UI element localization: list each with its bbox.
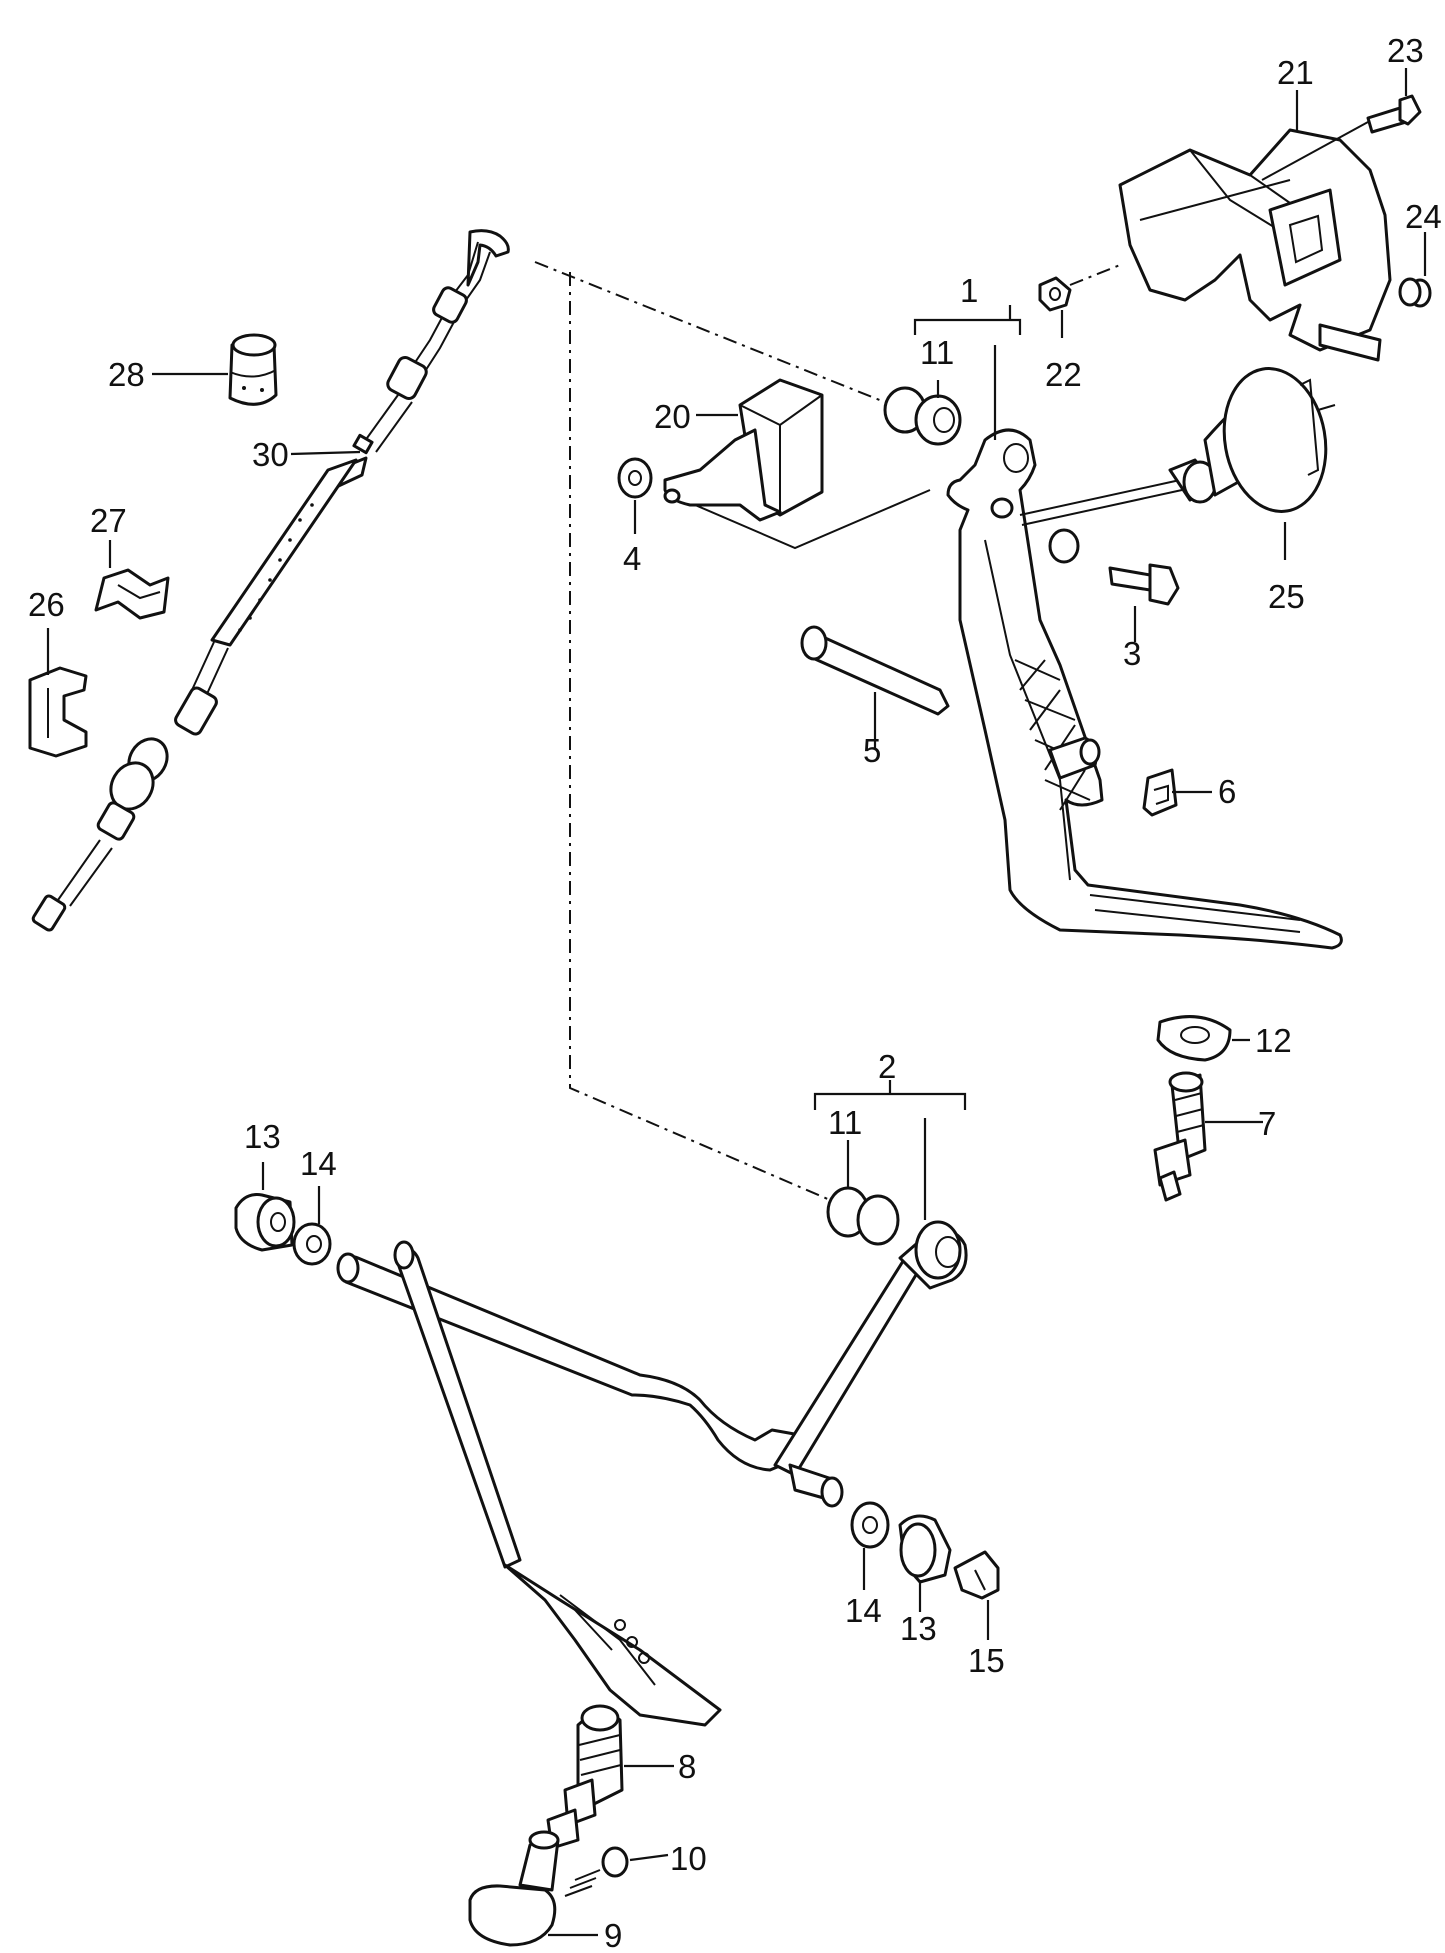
callout-12: 12 xyxy=(1255,1022,1292,1059)
part-7-stop xyxy=(1153,1071,1207,1202)
part-13-bushing-right xyxy=(898,1514,952,1584)
part-3-bolt xyxy=(1108,563,1180,606)
part-10-spring xyxy=(564,1846,629,1897)
callout-1: 1 xyxy=(960,272,978,309)
callout-14-left: 14 xyxy=(300,1145,337,1182)
callout-11-lower: 11 xyxy=(828,1104,862,1141)
part-28-grommet xyxy=(228,333,278,406)
callout-15: 15 xyxy=(968,1642,1005,1679)
part-12-cap xyxy=(1156,1015,1232,1062)
callout-28: 28 xyxy=(108,356,145,393)
callout-labels: 1 2 3 4 5 6 7 8 9 10 11 11 12 13 13 14 1… xyxy=(28,32,1442,1953)
callout-7: 7 xyxy=(1258,1105,1276,1142)
part-20-bracket xyxy=(663,378,824,522)
callout-20: 20 xyxy=(654,398,691,435)
callout-26: 26 xyxy=(28,586,65,623)
part-2-pedal-shaft xyxy=(336,1220,968,1727)
callout-30: 30 xyxy=(252,436,289,473)
callout-13-left: 13 xyxy=(244,1118,281,1155)
callout-24: 24 xyxy=(1405,198,1442,235)
part-8-stop xyxy=(546,1704,624,1850)
callout-21: 21 xyxy=(1277,54,1314,91)
callout-14-right: 14 xyxy=(845,1592,882,1629)
part-22-nut xyxy=(1038,264,1121,312)
part-23-bolt xyxy=(1261,94,1422,181)
callout-10: 10 xyxy=(670,1840,707,1877)
callout-6: 6 xyxy=(1218,773,1236,810)
callout-23: 23 xyxy=(1387,32,1424,69)
pedal-boss xyxy=(1048,736,1101,780)
cable-assembly xyxy=(31,229,510,932)
callout-11-top: 11 xyxy=(920,334,954,371)
part-11-bushing-top xyxy=(883,386,962,446)
part-26-clip xyxy=(28,666,88,758)
part-24-washer xyxy=(1398,277,1432,308)
callout-4: 4 xyxy=(623,540,641,577)
callout-27: 27 xyxy=(90,502,127,539)
reference-lines xyxy=(534,261,931,1201)
callout-8: 8 xyxy=(678,1748,696,1785)
callout-5: 5 xyxy=(863,732,881,769)
part-11-bushing-lower xyxy=(826,1186,900,1246)
callout-22: 22 xyxy=(1045,356,1082,393)
callout-3: 3 xyxy=(1123,635,1141,672)
callout-13-right: 13 xyxy=(900,1610,937,1647)
part-4-washer xyxy=(617,457,653,499)
part-25-servo xyxy=(1019,367,1336,564)
callout-2: 2 xyxy=(878,1048,896,1085)
part-27-clip xyxy=(94,568,170,620)
part-15-clip xyxy=(953,1550,1000,1600)
part-14-washer-left xyxy=(292,1222,332,1266)
part-9-pivot xyxy=(468,1830,560,1947)
part-13-bushing-left xyxy=(234,1193,296,1252)
part-14-washer-right xyxy=(850,1501,890,1549)
leader-lines xyxy=(46,68,1427,1937)
part-21-bracket xyxy=(1118,128,1392,362)
part-5-pin xyxy=(800,625,950,716)
callout-9: 9 xyxy=(604,1917,622,1953)
part-6-clip xyxy=(1142,768,1178,817)
callout-25: 25 xyxy=(1268,578,1305,615)
part-1-pedal xyxy=(946,428,1343,950)
